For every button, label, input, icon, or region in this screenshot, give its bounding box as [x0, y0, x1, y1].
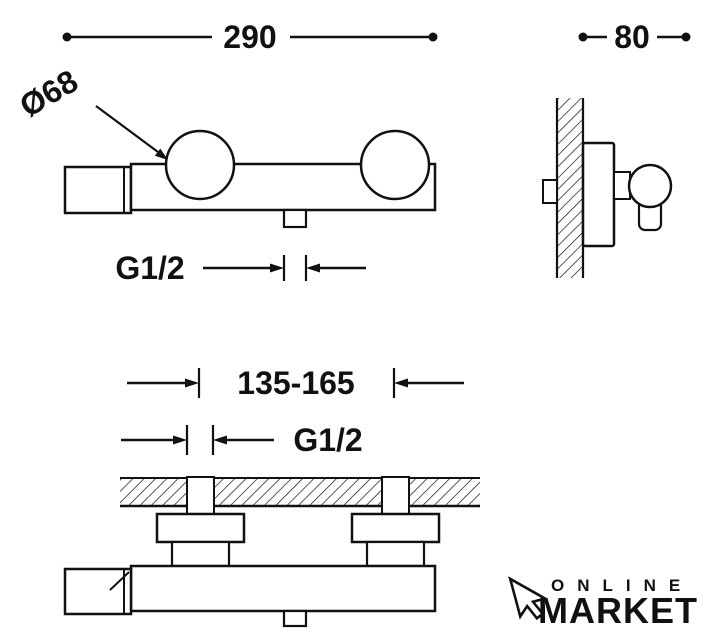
wall-hatch [557, 98, 583, 278]
outlet-spout [282, 208, 308, 229]
valve-cap-right [359, 129, 431, 201]
side-view [542, 98, 673, 278]
dim-depth-label: 80 [614, 19, 650, 55]
outlet-spout-bottom [282, 609, 308, 628]
dim-inlet-spacing-label: 135-165 [237, 365, 354, 401]
front-view-top [63, 129, 437, 229]
dim-arrowhead [270, 263, 284, 273]
dim-overall-width: 290 [62, 19, 438, 55]
escutcheon-right [350, 512, 441, 544]
dim-arrowhead [173, 435, 187, 445]
valve-cap-left [164, 129, 236, 201]
mixer-body-bottom [129, 564, 437, 613]
mixer-handle-block [63, 165, 133, 215]
dim-thread-top-label: G1/2 [115, 250, 184, 286]
cursor-icon [508, 576, 549, 621]
mixer-handle-block-bottom [63, 567, 133, 616]
escutcheon-left [155, 512, 246, 544]
logo-line-market: MARKET [538, 590, 698, 631]
inlet-pipe-left [186, 476, 215, 516]
dim-arrowhead [213, 435, 227, 445]
leader-arrowhead [154, 148, 168, 160]
wall-pipe-tab [542, 179, 558, 204]
logo-line-online: ONLINE [551, 576, 693, 595]
bottom-view [63, 476, 480, 628]
dim-thread-bottom: G1/2 [121, 422, 363, 458]
dim-inlet-spacing: 135-165 [127, 365, 464, 401]
union-nut-right [365, 540, 426, 568]
dim-endpoint-dot [681, 32, 691, 42]
brand-logo: ONLINE MARKET [508, 576, 698, 631]
dim-overall-width-label: 290 [223, 19, 276, 55]
inlet-pipe-right [381, 476, 410, 516]
dim-endpoint-dot [428, 32, 438, 42]
knob-side [627, 163, 673, 209]
knob-neck [613, 171, 631, 200]
dim-depth: 80 [578, 19, 691, 55]
union-nut-left [170, 540, 231, 568]
dim-arrowhead [185, 378, 199, 388]
dim-thread-top: G1/2 [115, 250, 366, 286]
handle-lever-line [109, 571, 130, 591]
dim-thread-bottom-label: G1/2 [293, 422, 362, 458]
dim-arrowhead [306, 263, 320, 273]
mixer-body-side [581, 141, 616, 248]
dim-arrowhead [394, 378, 408, 388]
leader-line [95, 105, 159, 153]
wall-hatch-band [120, 478, 480, 506]
dim-diameter-label: Ø68 [14, 63, 84, 124]
dim-endpoint-dot [62, 32, 72, 42]
dim-diameter-callout: Ø68 [14, 63, 168, 160]
dim-endpoint-dot [578, 32, 588, 42]
